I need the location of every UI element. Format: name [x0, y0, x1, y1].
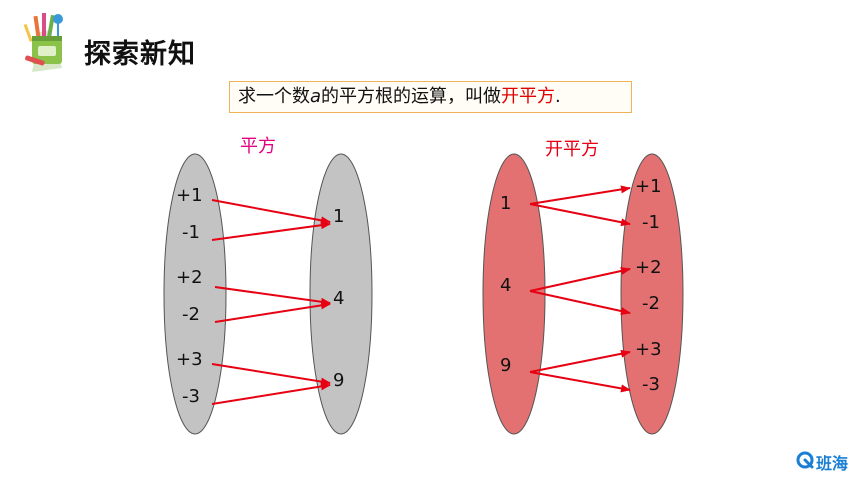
squaring-input-minus2: -2 [182, 304, 200, 325]
squaring-arrow-1 [211, 199, 331, 225]
squaring-diagram: 平方 +1 -1 +2 -2 +3 -3 1 4 9 [163, 136, 373, 435]
definition-variable: a [310, 86, 322, 107]
squaring-input-plus1: +1 [176, 185, 203, 206]
squaring-input-minus1: -1 [182, 222, 200, 243]
page-title: 探索新知 [84, 39, 196, 70]
squaring-input-plus3: +3 [176, 349, 203, 370]
squaring-arrow-5 [211, 363, 331, 386]
square-root-label: 开平方 [545, 139, 599, 160]
square-root-input-4: 4 [500, 275, 511, 296]
squaring-domain-ellipse [163, 153, 227, 435]
square-root-arrow-2 [529, 203, 631, 227]
squaring-output-1: 1 [333, 206, 344, 227]
square-root-output-minus1: -1 [642, 212, 660, 233]
square-root-output-plus2: +2 [635, 257, 662, 278]
squaring-input-minus3: -3 [182, 386, 200, 407]
definition-box: 求一个数a的平方根的运算，叫做开平方. [229, 81, 632, 113]
squaring-arrow-4 [214, 301, 331, 323]
banhai-logo-text: 班海 [815, 454, 848, 473]
square-root-domain-ellipse [482, 153, 546, 435]
definition-suffix: . [555, 86, 561, 107]
square-root-arrow-6 [529, 371, 631, 393]
square-root-input-9: 9 [500, 355, 511, 376]
squaring-arrow-6 [211, 382, 331, 405]
square-root-arrow-5 [529, 349, 631, 373]
squaring-output-9: 9 [333, 370, 344, 391]
square-root-arrow-1 [529, 185, 631, 205]
banhai-logo: 班海 [796, 450, 848, 474]
definition-highlight: 开平方 [501, 86, 556, 107]
square-root-output-minus3: -3 [642, 374, 660, 395]
square-root-input-1: 1 [500, 193, 511, 214]
square-root-arrow-4 [529, 290, 631, 315]
square-root-output-plus3: +3 [635, 339, 662, 360]
stationery-cup-icon [22, 10, 76, 74]
squaring-input-plus2: +2 [176, 267, 203, 288]
squaring-arrow-2 [211, 221, 331, 241]
square-root-diagram: 开平方 1 4 9 +1 -1 +2 -2 +3 -3 [482, 139, 684, 435]
definition-prefix: 求一个数 [238, 86, 310, 107]
square-root-range-ellipse [620, 153, 684, 435]
squaring-label: 平方 [240, 136, 276, 157]
squaring-arrow-3 [214, 286, 331, 306]
definition-middle: 的平方根的运算，叫做 [321, 86, 502, 107]
banhai-logo-icon [796, 451, 814, 473]
square-root-arrow-3 [529, 267, 631, 292]
square-root-output-minus2: -2 [642, 293, 660, 314]
squaring-output-4: 4 [333, 288, 344, 309]
square-root-output-plus1: +1 [635, 176, 662, 197]
